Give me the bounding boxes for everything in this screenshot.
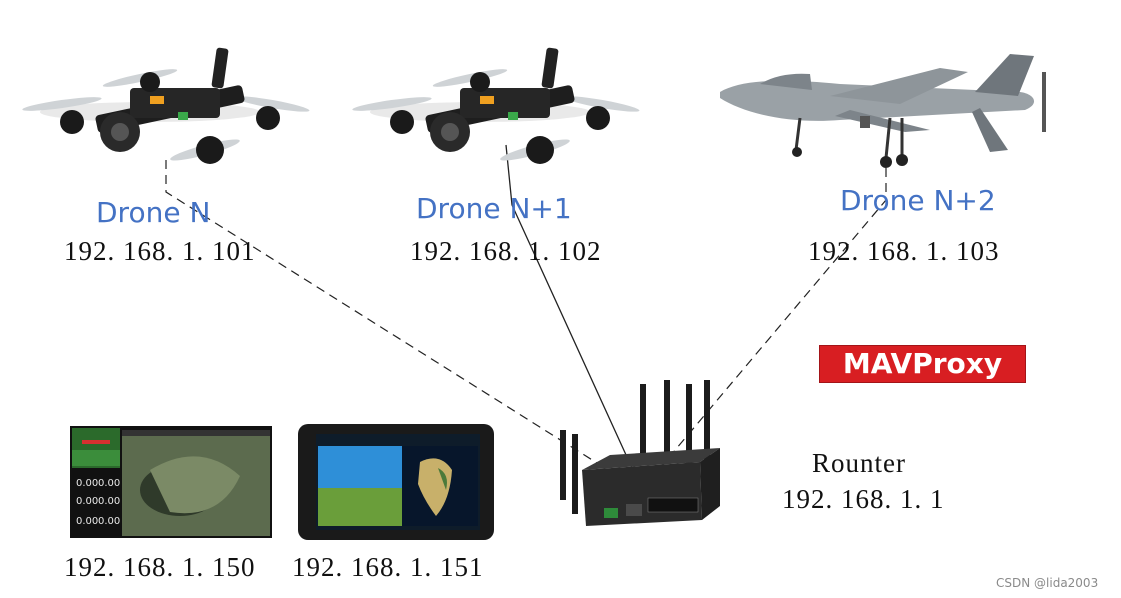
link-drone-n bbox=[165, 160, 606, 469]
drone-n1-ip: 192. 168. 1. 102 bbox=[410, 236, 602, 266]
fixed-wing-drone-image bbox=[720, 54, 1046, 168]
link-drone-n1 bbox=[505, 144, 633, 469]
link-drone-n2 bbox=[659, 168, 887, 469]
router-image bbox=[560, 380, 720, 526]
readout-value: 0.00 bbox=[98, 478, 120, 489]
drone-n2-label: Drone N+2 bbox=[840, 184, 996, 217]
drone-n-ip: 192. 168. 1. 101 bbox=[64, 236, 256, 266]
router-ip: 192. 168. 1. 1 bbox=[782, 484, 945, 514]
ground-station-2-ip: 192. 168. 1. 151 bbox=[292, 552, 484, 582]
tablet-image bbox=[298, 424, 494, 540]
drone-n-label: Drone N bbox=[96, 196, 211, 229]
drone-n1-label: Drone N+1 bbox=[416, 192, 572, 225]
mavproxy-logo: MAVProxy bbox=[820, 346, 1025, 382]
router-label: Rounter bbox=[812, 448, 906, 478]
readout-value: 0.00 bbox=[98, 496, 120, 507]
ground-station-1-ip: 192. 168. 1. 150 bbox=[64, 552, 256, 582]
readout-value: 0.00 bbox=[76, 516, 98, 527]
readout-value: 0.00 bbox=[76, 478, 98, 489]
fpv-drone-n-image bbox=[22, 47, 310, 164]
watermark: CSDN @lida2003 bbox=[996, 576, 1099, 590]
drone-n2-ip: 192. 168. 1. 103 bbox=[808, 236, 1000, 266]
ground-station-screen-image bbox=[70, 426, 272, 538]
readout-value: 0.00 bbox=[98, 516, 120, 527]
fpv-drone-n1-image bbox=[352, 47, 640, 164]
readout-value: 0.00 bbox=[76, 496, 98, 507]
ground-station-readouts: 0.00 0.00 0.00 0.00 0.00 0.00 bbox=[76, 478, 120, 527]
